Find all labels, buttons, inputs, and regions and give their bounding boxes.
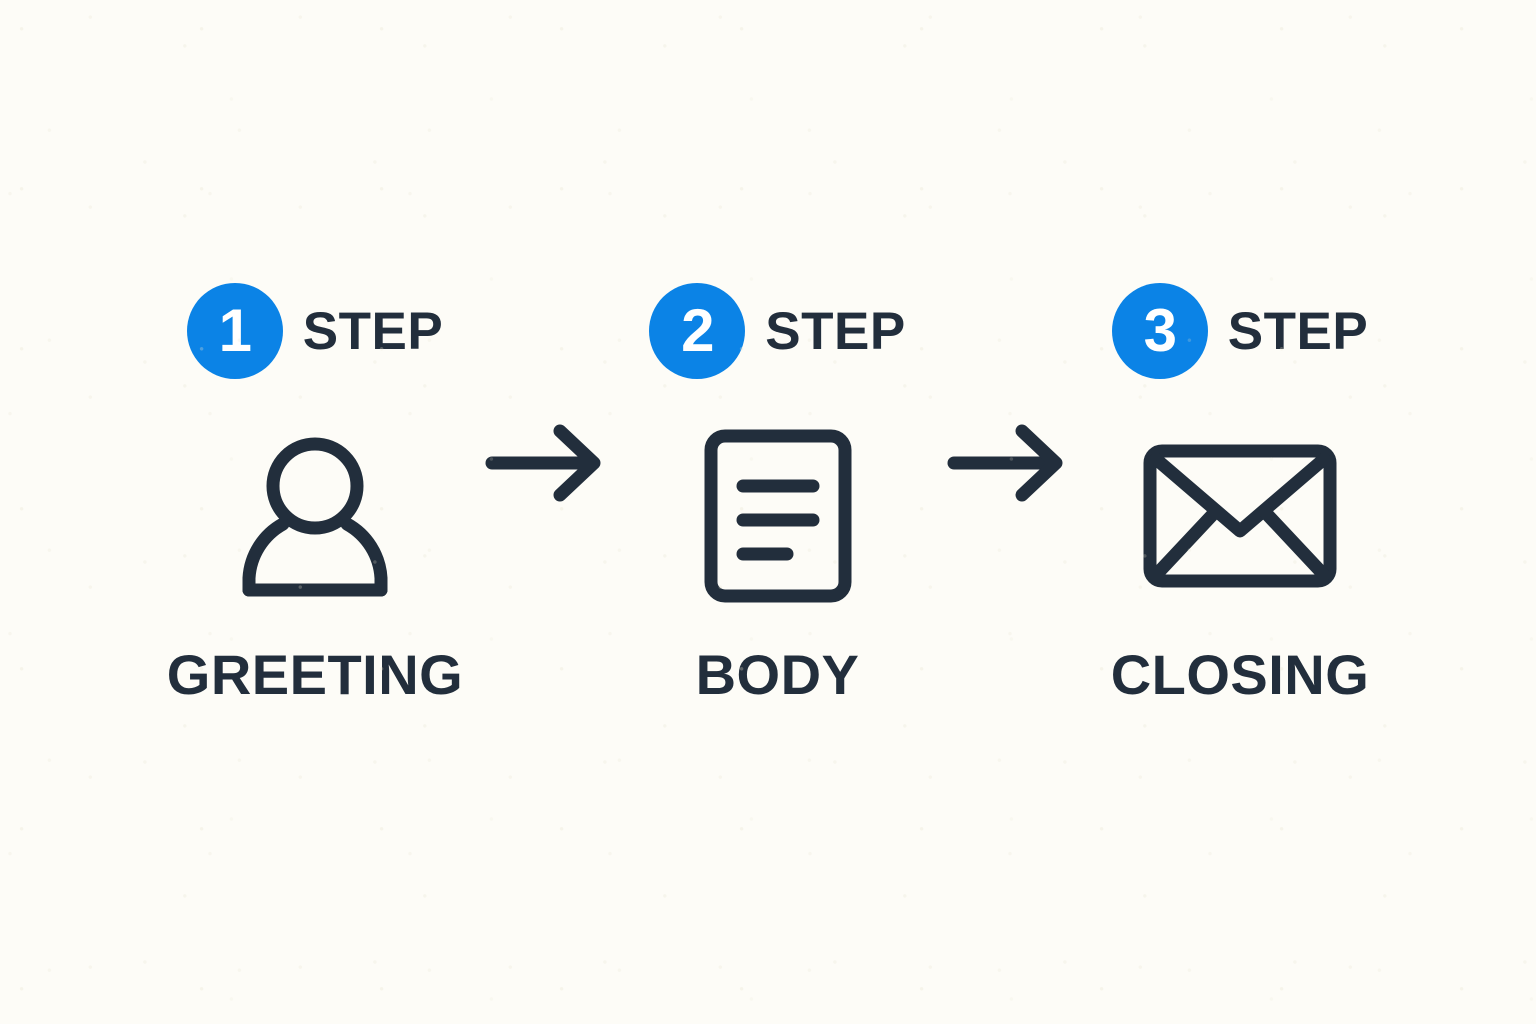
step-label-2: BODY: [695, 643, 860, 706]
connector-2: [939, 283, 1079, 693]
step-icon-2: [703, 421, 853, 611]
step-header-3: 3 STEP: [1111, 283, 1369, 379]
step-label-3: CLOSING: [1110, 643, 1370, 706]
step-column-3: 3 STEP CLOSING: [1080, 283, 1400, 703]
step-icon-1: [227, 421, 403, 611]
step-badge-3: 3: [1111, 283, 1208, 379]
step-badge-1: 1: [186, 283, 283, 379]
step-column-1: 1 STEP GREETING: [155, 283, 475, 703]
step-word-3: STEP: [1227, 301, 1369, 361]
arrow-right-icon: [485, 424, 601, 502]
envelope-icon: [1143, 444, 1337, 588]
step-label-1: GREETING: [166, 643, 464, 706]
step-header-2: 2 STEP: [649, 283, 905, 379]
step-word-1: STEP: [302, 301, 444, 361]
step-number-2: 2: [681, 297, 714, 364]
step-badge-2: 2: [649, 283, 746, 379]
step-word-2: STEP: [765, 301, 906, 361]
step-header-1: 1 STEP: [186, 283, 444, 379]
document-lines-icon: [704, 429, 851, 603]
step-number-3: 3: [1143, 297, 1177, 364]
step-column-2: 2 STEP BODY: [618, 283, 938, 703]
process-flow: 1 STEP GREETING: [155, 283, 1400, 703]
arrow-right-icon: [947, 424, 1063, 502]
step-number-1: 1: [218, 297, 252, 364]
connector-1: [476, 283, 616, 693]
person-icon: [242, 437, 388, 597]
step-icon-3: [1142, 421, 1338, 611]
